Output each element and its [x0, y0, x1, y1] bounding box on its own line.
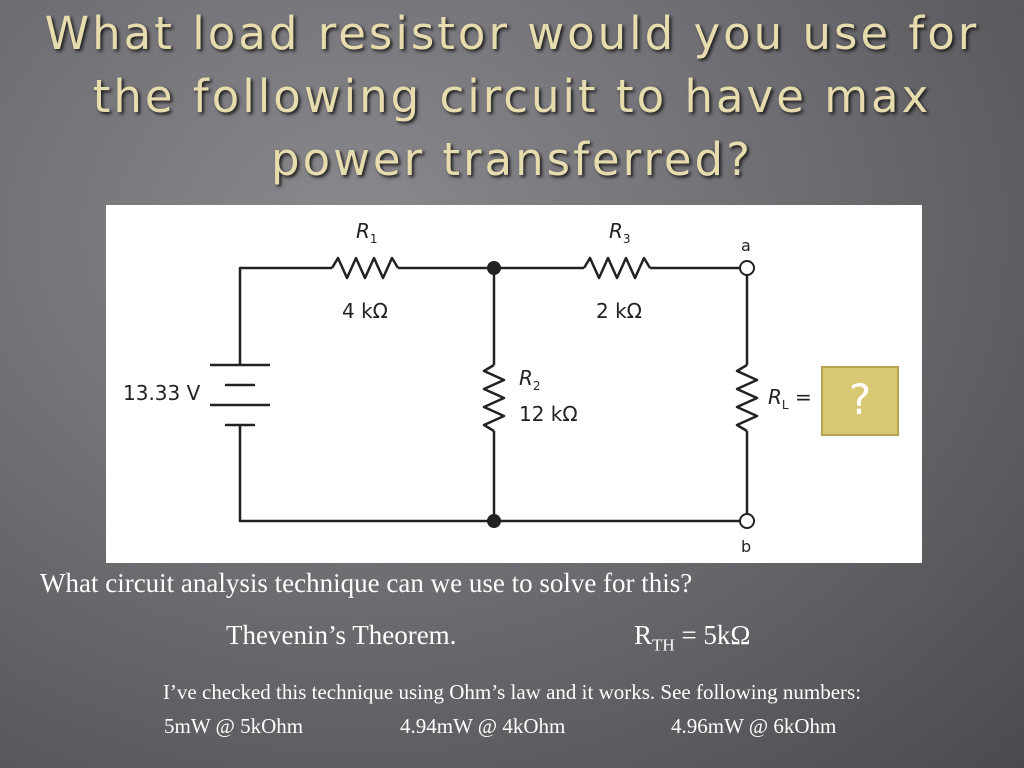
answer-placeholder-box: ?: [821, 366, 899, 436]
resistor-r3: [582, 256, 652, 280]
slide-title: What load resistor would you use for the…: [44, 7, 980, 186]
terminal-a: [739, 260, 755, 276]
r3-value: 2 kΩ: [596, 299, 642, 323]
circuit-diagram: R1 4 kΩ R3 2 kΩ a b R2 12 kΩ 13.33 V RL …: [106, 205, 922, 563]
r3-label: R3: [609, 219, 631, 246]
r1-value: 4 kΩ: [342, 299, 388, 323]
r2-value: 12 kΩ: [519, 402, 578, 426]
node-a-label: a: [741, 236, 751, 255]
source-voltage-label: 13.33 V: [123, 381, 201, 405]
resistor-r2: [482, 363, 506, 433]
resistor-rl: [735, 363, 759, 433]
circuit-schematic: [210, 256, 759, 529]
power-value-6k: 4.96mW @ 6kOhm: [671, 714, 837, 738]
junction-bottom: [487, 514, 501, 528]
rl-label: RL =: [768, 385, 812, 412]
wire-top-left: [238, 266, 332, 365]
power-value-5k: 5mW @ 5kOhm: [164, 714, 304, 738]
power-value-4k: 4.94mW @ 4kOhm: [400, 714, 566, 738]
answer-text: Thevenin’s Theorem.: [226, 620, 457, 650]
junction-top: [487, 261, 501, 275]
r2-label: R2: [519, 366, 541, 393]
question-text: What circuit analysis technique can we u…: [40, 568, 693, 598]
wire-battery-bottom: [238, 425, 740, 523]
node-b-label: b: [741, 537, 752, 556]
thevenin-resistance: RTH = 5kΩ: [634, 620, 751, 655]
r1-label: R1: [356, 219, 378, 246]
verification-note: I’ve checked this technique using Ohm’s …: [162, 680, 862, 704]
terminal-b: [739, 513, 755, 529]
resistor-r1: [330, 256, 400, 280]
